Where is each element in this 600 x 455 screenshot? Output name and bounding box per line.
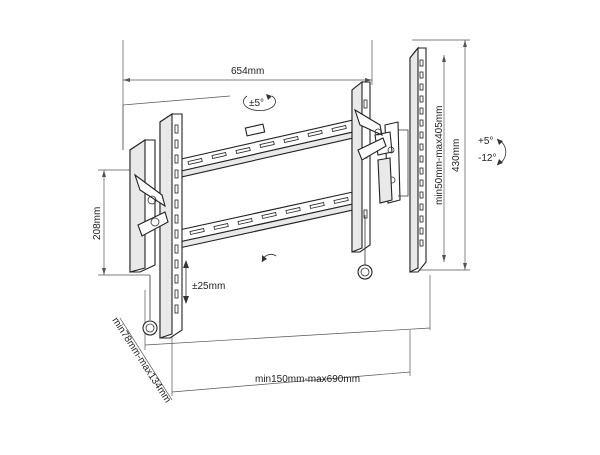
wall-plate-right (409, 46, 427, 273)
adjust-arrow: ±25mm (183, 260, 225, 304)
vertical-range-label: min50mm-max405mm (434, 106, 445, 205)
depth-label: 208mm (92, 207, 103, 240)
height-dimension: 430mm (451, 40, 467, 270)
tilt-indicator: +5° -12° (478, 136, 507, 166)
tilt-down-label: -12° (478, 153, 496, 164)
tilt-up-label: +5° (478, 136, 493, 147)
left-tilt-mechanism (129, 138, 169, 336)
rotation-arc-icon (261, 254, 277, 263)
right-tv-arm (351, 80, 387, 280)
vertical-range-dimension: min50mm-max405mm (434, 55, 446, 262)
swivel-label: ±5° (249, 98, 264, 109)
horizontal-range-dimension: min150mm-max690mm (171, 330, 411, 396)
horizontal-range-label: min150mm-max690mm (255, 374, 360, 385)
adjust-label: ±25mm (192, 281, 225, 292)
top-rail (167, 117, 363, 181)
left-tv-arm (159, 112, 183, 339)
perspective-lines (122, 39, 470, 350)
height-label: 430mm (451, 139, 462, 172)
swivel-indicator: ±5° (243, 94, 276, 112)
bottom-rail (169, 189, 363, 251)
width-label: 654mm (231, 66, 264, 77)
